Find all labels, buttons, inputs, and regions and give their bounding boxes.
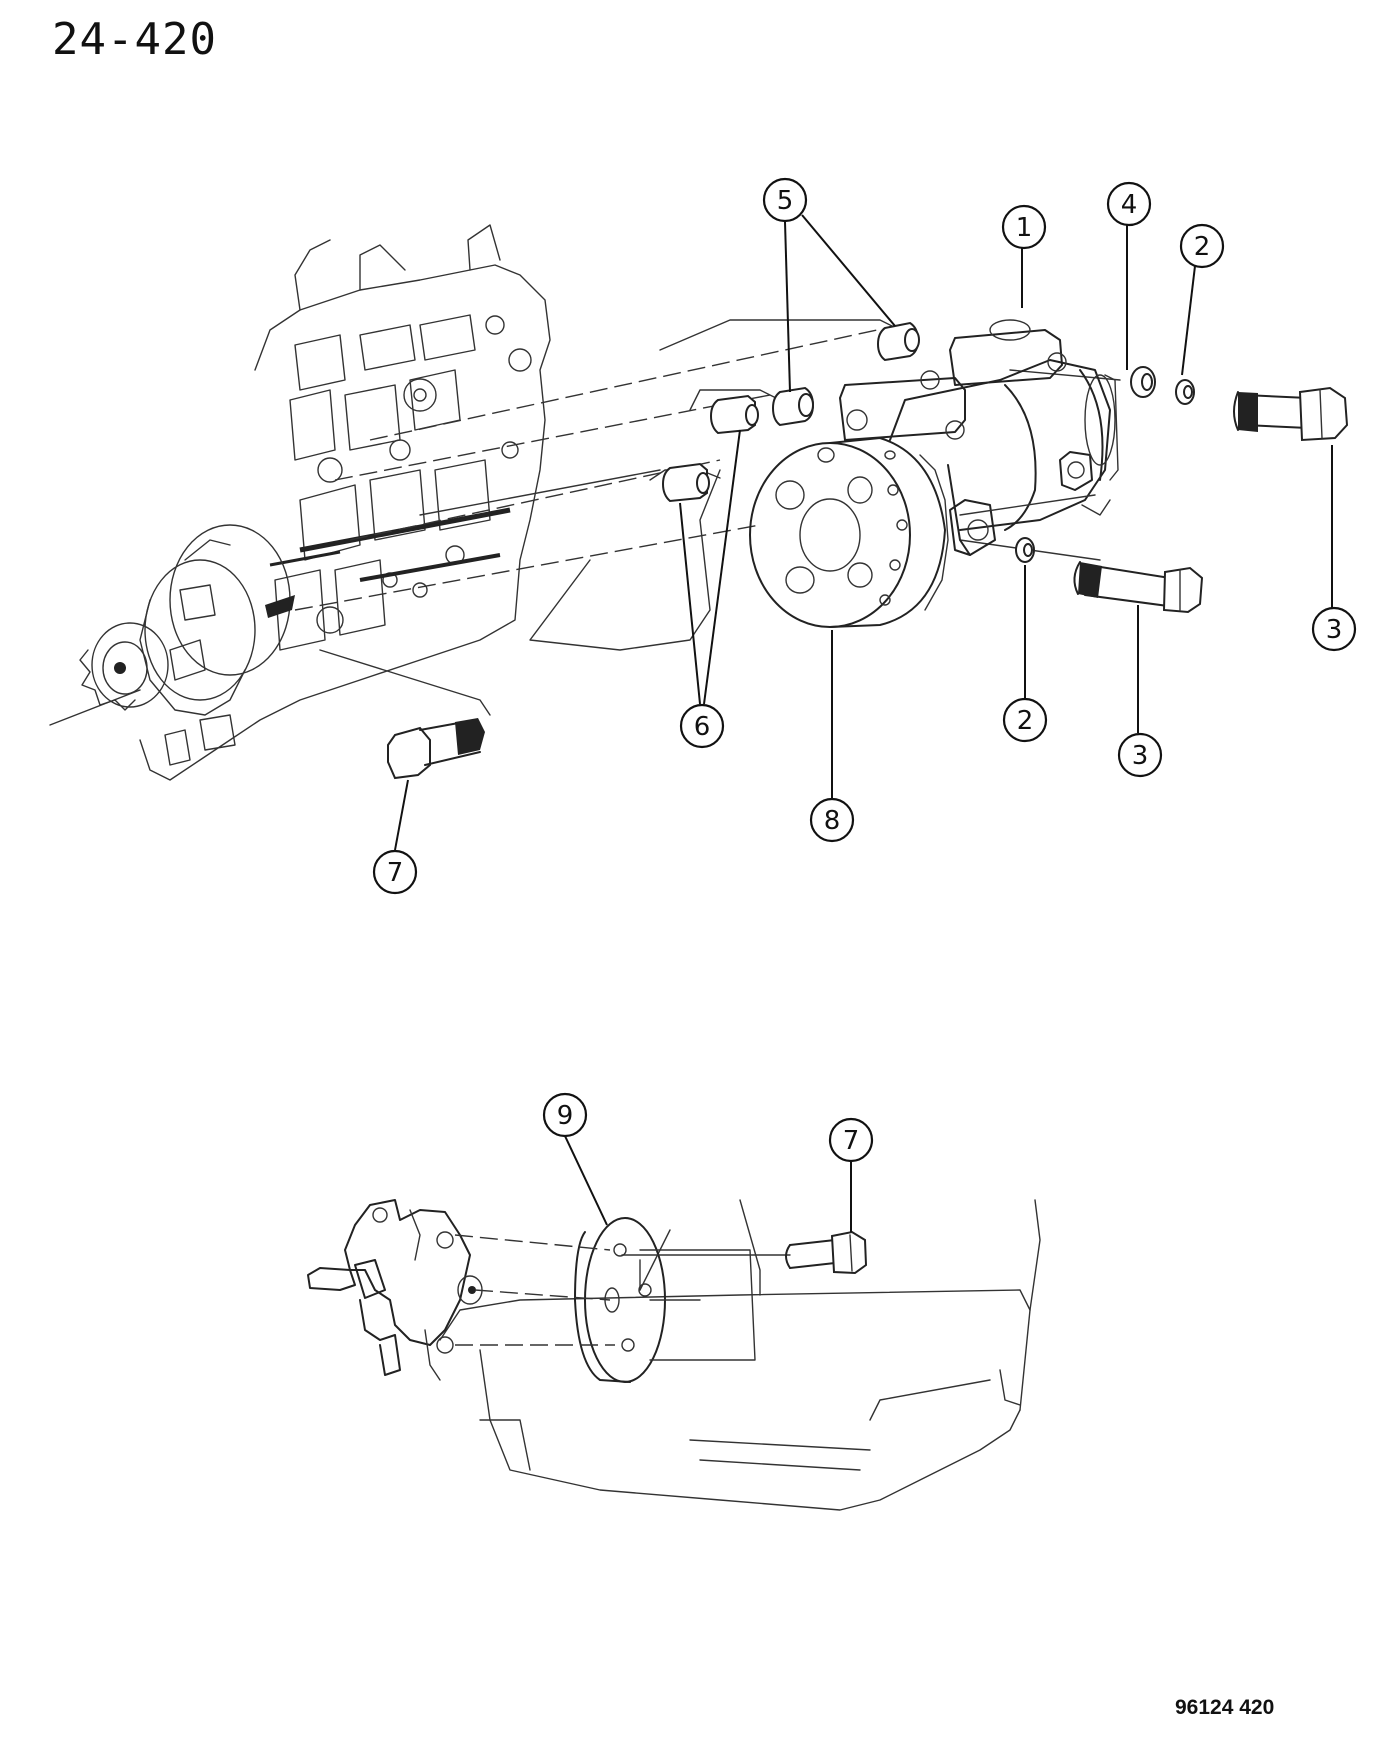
callout-3-bottom-label: 3 [1132, 741, 1149, 771]
callout-8-label: 8 [824, 806, 841, 836]
spacer-bushings [661, 321, 920, 503]
ac-compressor-illustration [749, 319, 1119, 628]
callout-9: 9 [542, 1092, 588, 1138]
callout-leaders [394, 214, 1333, 1232]
callout-5: 5 [762, 177, 808, 223]
callout-1: 1 [1001, 204, 1047, 250]
callout-2-bottom-label: 2 [1017, 706, 1034, 736]
page-title: 24-420 [52, 14, 217, 65]
callout-3-right-label: 3 [1326, 615, 1343, 645]
washers-and-bolts [387, 366, 1349, 780]
callout-4: 4 [1106, 181, 1152, 227]
callout-1-label: 1 [1016, 213, 1033, 243]
engine-block-illustration [49, 224, 551, 781]
figure-code: 96124 420 [1175, 1696, 1275, 1719]
steering-pump-illustration [307, 1199, 1041, 1511]
callout-3-bottom: 3 [1117, 732, 1163, 778]
mounting-guide-lines [294, 319, 1121, 716]
callout-7-bottom: 7 [828, 1117, 874, 1163]
callout-8: 8 [809, 797, 855, 843]
callout-7-top-label: 7 [387, 858, 404, 888]
callout-3-right: 3 [1311, 606, 1357, 652]
callout-6-label: 6 [694, 712, 711, 742]
callout-9-label: 9 [557, 1101, 574, 1131]
callout-6: 6 [679, 703, 725, 749]
callout-2-top: 2 [1179, 223, 1225, 269]
callout-7-top: 7 [372, 849, 418, 895]
callout-5-label: 5 [777, 186, 794, 216]
callout-4-label: 4 [1121, 190, 1138, 220]
callout-7-bottom-label: 7 [843, 1126, 860, 1156]
callout-2-top-label: 2 [1194, 232, 1211, 262]
callout-2-bottom: 2 [1002, 697, 1048, 743]
